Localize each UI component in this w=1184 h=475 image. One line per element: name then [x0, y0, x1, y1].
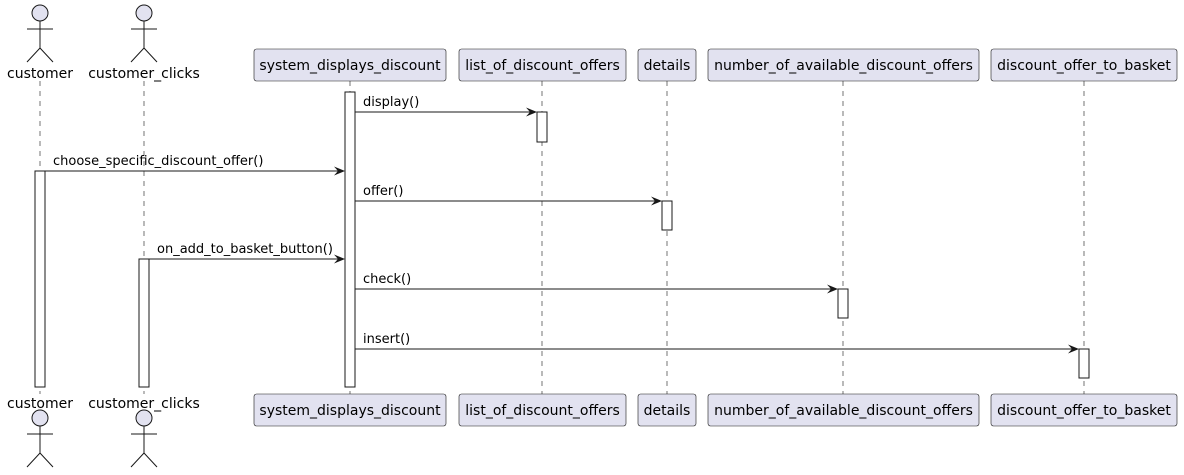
participant-details-bottom: details — [637, 393, 697, 427]
message-label: display() — [363, 95, 419, 110]
activation-bar-customer_clicks — [138, 258, 150, 388]
message-label: choose_specific_discount_offer() — [53, 154, 263, 169]
participant-customer_clicks-bottom: customer_clicks — [88, 396, 200, 468]
message-1: display() — [355, 95, 537, 117]
participant-number_of_available_discount_offers-bottom: number_of_available_discount_offers — [707, 393, 980, 427]
participant-box — [707, 48, 980, 82]
actor-figure-icon — [26, 4, 54, 63]
message-6: insert() — [355, 332, 1079, 354]
activation-bar-details — [661, 200, 673, 231]
activation-bar-list_of_discount_offers — [536, 111, 548, 143]
message-label: on_add_to_basket_button() — [157, 242, 333, 257]
activation-bar-customer — [34, 170, 46, 388]
participant-label: number_of_available_discount_offers — [714, 58, 973, 74]
message-arrowhead — [334, 254, 345, 264]
message-arrowhead — [1068, 344, 1079, 354]
participant-list_of_discount_offers-top: list_of_discount_offers — [458, 48, 627, 82]
message-arrowhead — [651, 196, 662, 206]
message-3: offer() — [355, 184, 662, 206]
participant-system_displays_discount-top: system_displays_discount — [253, 48, 447, 82]
participant-number_of_available_discount_offers-top: number_of_available_discount_offers — [707, 48, 980, 82]
participant-box — [253, 48, 447, 82]
activation-bar-number_of_available_discount_offers — [837, 288, 849, 319]
participant-label: details — [644, 403, 691, 419]
activation-bar-discount_offer_to_basket — [1078, 348, 1090, 379]
participant-label: discount_offer_to_basket — [997, 403, 1171, 419]
participant-customer-bottom: customer — [7, 396, 73, 468]
participant-box — [707, 393, 980, 427]
participant-label: customer — [7, 66, 73, 82]
actor-figure-icon — [130, 409, 158, 468]
participant-heads-top: customer customer_clicks system_displays_d… — [7, 4, 1178, 82]
participant-label: customer — [7, 396, 73, 412]
message-arrowhead — [827, 284, 838, 294]
activation-bars — [34, 91, 1090, 388]
participant-details-top: details — [637, 48, 697, 82]
participant-box — [990, 393, 1178, 427]
message-4: on_add_to_basket_button() — [149, 242, 345, 264]
participant-label: list_of_discount_offers — [465, 58, 620, 74]
participant-customer-top: customer — [7, 4, 73, 82]
participant-label: discount_offer_to_basket — [997, 58, 1171, 74]
message-label: offer() — [363, 184, 403, 199]
activation-bar-system_displays_discount — [344, 91, 356, 388]
participant-label: details — [644, 58, 691, 74]
participant-heads-bottom: customer customer_clicks system_displays_d… — [7, 393, 1178, 468]
participant-label: system_displays_discount — [259, 58, 441, 74]
participant-box — [637, 48, 697, 82]
participant-discount_offer_to_basket-bottom: discount_offer_to_basket — [990, 393, 1178, 427]
message-label: insert() — [363, 332, 410, 347]
participant-customer_clicks-top: customer_clicks — [88, 4, 200, 82]
participant-label: customer_clicks — [88, 396, 200, 412]
participant-label: number_of_available_discount_offers — [714, 403, 973, 419]
messages: display() choose_specific_discount_offer(… — [45, 95, 1079, 354]
participant-list_of_discount_offers-bottom: list_of_discount_offers — [458, 393, 627, 427]
participant-box — [458, 393, 627, 427]
message-2: choose_specific_discount_offer() — [45, 154, 345, 176]
participant-label: system_displays_discount — [259, 403, 441, 419]
participant-box — [253, 393, 447, 427]
participant-label: customer_clicks — [88, 66, 200, 82]
message-label: check() — [363, 272, 411, 287]
actor-figure-icon — [26, 409, 54, 468]
message-5: check() — [355, 272, 838, 294]
participant-label: list_of_discount_offers — [465, 403, 620, 419]
actor-figure-icon — [130, 4, 158, 63]
participant-discount_offer_to_basket-top: discount_offer_to_basket — [990, 48, 1178, 82]
participant-box — [637, 393, 697, 427]
participant-box — [458, 48, 627, 82]
message-arrowhead — [334, 166, 345, 176]
participant-box — [990, 48, 1178, 82]
lifelines — [39, 81, 1085, 394]
participant-system_displays_discount-bottom: system_displays_discount — [253, 393, 447, 427]
message-arrowhead — [526, 107, 537, 117]
